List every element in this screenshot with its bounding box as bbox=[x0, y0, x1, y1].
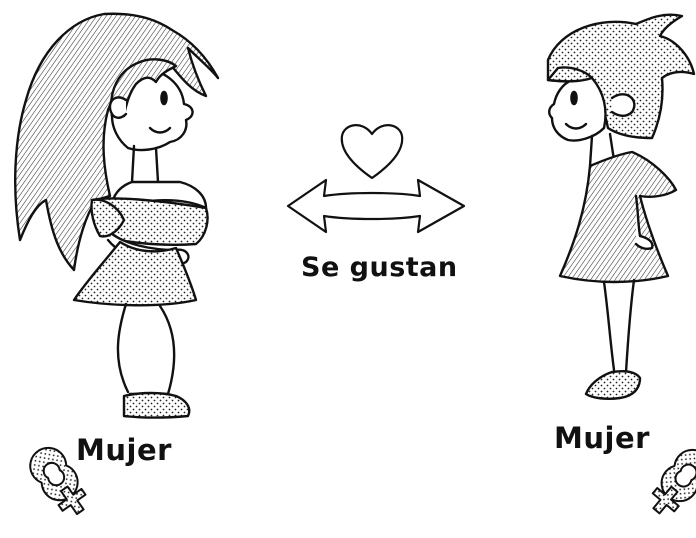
right-woman-figure bbox=[546, 13, 696, 400]
right-woman-face bbox=[548, 76, 607, 142]
left-woman-bangs bbox=[109, 58, 178, 118]
female-symbol-icon-left bbox=[29, 446, 87, 516]
left-woman-mouth bbox=[148, 126, 172, 134]
right-woman-shoe bbox=[584, 370, 642, 400]
right-woman-dress bbox=[558, 150, 678, 284]
left-woman-hair bbox=[14, 12, 220, 272]
female-symbol-icon-right bbox=[651, 448, 696, 515]
right-woman-mouth bbox=[564, 122, 588, 130]
heart-icon bbox=[340, 124, 404, 180]
right-woman-legs bbox=[602, 278, 636, 374]
right-woman-ear bbox=[610, 93, 636, 117]
left-woman-ear bbox=[108, 96, 128, 119]
left-figure-label: Mujer bbox=[76, 433, 172, 467]
double-arrow-icon bbox=[286, 178, 466, 234]
right-figure-label: Mujer bbox=[554, 421, 650, 455]
left-woman-figure bbox=[14, 12, 220, 419]
left-woman-skirt bbox=[72, 240, 198, 307]
left-woman-shoe bbox=[122, 391, 191, 419]
left-woman-legs bbox=[116, 302, 176, 396]
left-woman-eye bbox=[160, 90, 168, 106]
right-woman-eye bbox=[570, 90, 578, 106]
relationship-caption: Se gustan bbox=[301, 252, 458, 283]
